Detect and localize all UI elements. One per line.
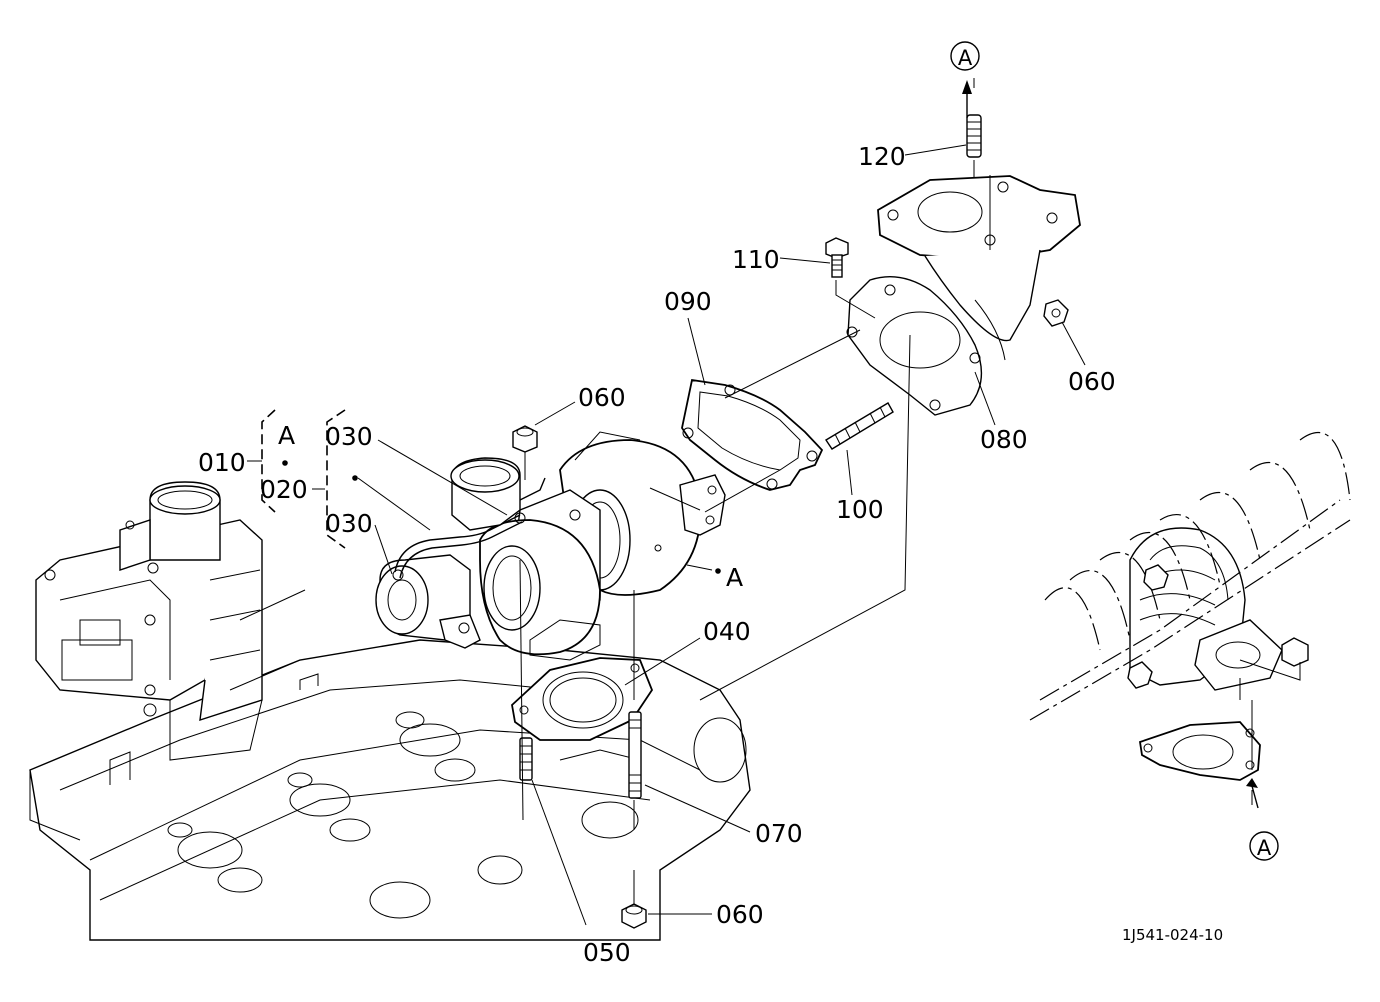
stud-100 <box>825 402 894 450</box>
callout-040: 040 <box>703 617 751 646</box>
circle-a-bottom: A <box>1249 831 1279 861</box>
circle-a-top: A <box>950 41 980 71</box>
drawing-number: 1J541-024-10 <box>1122 926 1223 944</box>
callout-labels: 120 110 090 060 060 080 100 010 A 020 03… <box>198 142 1223 967</box>
callout-060-top: 060 <box>578 383 626 412</box>
stud-120 <box>966 114 982 158</box>
callout-030-lower: 030 <box>325 509 373 538</box>
assembly-brackets <box>261 409 346 549</box>
bracket-a-label: A <box>278 421 295 450</box>
callout-030-upper: 030 <box>325 422 373 451</box>
stud-050 <box>519 737 533 781</box>
bolt-110 <box>825 237 849 278</box>
gasket-090 <box>681 378 824 491</box>
callout-050: 050 <box>583 938 631 967</box>
reference-dots <box>282 460 721 574</box>
circle-a-top-label: A <box>958 46 973 70</box>
circle-a-bottom-label: A <box>1257 836 1272 860</box>
callout-020: 020 <box>260 475 308 504</box>
exhaust-elbow <box>846 175 1081 416</box>
callout-080: 080 <box>980 425 1028 454</box>
callout-120: 120 <box>858 142 906 171</box>
leader-lines <box>247 144 1086 926</box>
callout-100: 100 <box>836 495 884 524</box>
assembly-lines <box>229 78 1253 905</box>
inset-detail-a <box>1029 431 1351 781</box>
nut-060-turbo <box>512 425 538 453</box>
callout-060-right: 060 <box>1068 367 1116 396</box>
nut-060-elbow <box>1043 299 1069 327</box>
direction-arrows <box>962 80 1259 809</box>
gasket-040 <box>511 657 654 741</box>
callout-110: 110 <box>732 245 780 274</box>
egr-valve <box>35 481 263 761</box>
turbocharger <box>375 431 726 661</box>
point-a-label: A <box>726 563 743 592</box>
callout-010: 010 <box>198 448 246 477</box>
callout-090: 090 <box>664 287 712 316</box>
callout-070: 070 <box>755 819 803 848</box>
nut-060-bottom <box>621 903 647 929</box>
stud-070 <box>628 711 642 799</box>
callout-060-bottom: 060 <box>716 900 764 929</box>
